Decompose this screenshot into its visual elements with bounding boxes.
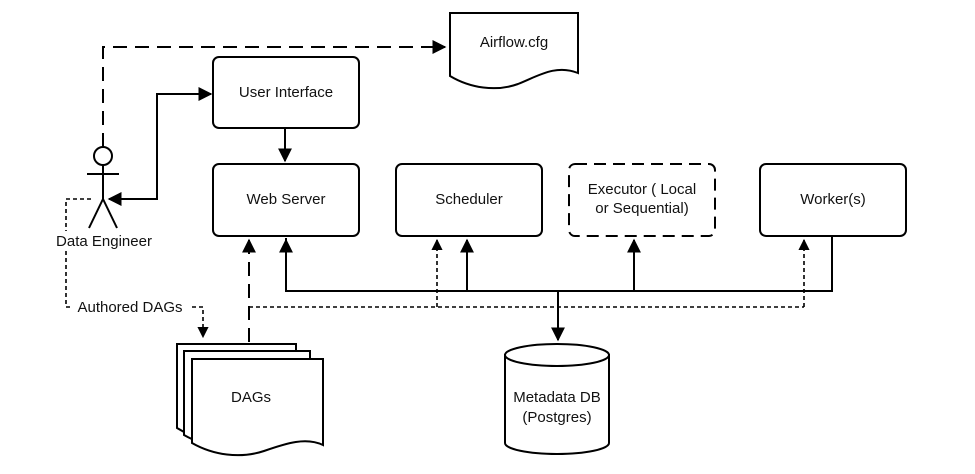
workers-node: [759, 163, 907, 237]
web-server-label: Web Server: [247, 191, 326, 208]
data-engineer-actor: [87, 146, 119, 229]
dags-label: DAGs: [231, 389, 271, 406]
data-engineer-label-bg: [50, 231, 160, 251]
airflow-cfg-label: Airflow.cfg: [480, 34, 548, 51]
engineer-to-config-edge: [102, 40, 447, 147]
airflow-cfg-document: [449, 12, 579, 90]
scheduler-node: [395, 163, 543, 237]
engineer-ui-edge: [107, 87, 213, 206]
scheduler-label: Scheduler: [435, 191, 503, 208]
authored-dags-label-bg: [70, 296, 190, 318]
metadata-db-cylinder: [504, 343, 610, 455]
web-server-node: [212, 163, 360, 237]
data-engineer-label: Data Engineer: [56, 233, 152, 250]
executor-label-line2: or Sequential): [595, 200, 688, 217]
user-interface-label: User Interface: [239, 84, 333, 101]
metadata-db-label-line2: (Postgres): [522, 409, 591, 426]
user-interface-node: [212, 56, 360, 129]
metadata-bus: [285, 236, 833, 292]
metadata-db-label-line1: Metadata DB: [513, 389, 601, 406]
workers-label: Worker(s): [800, 191, 866, 208]
authored-dags-edge: [65, 198, 209, 339]
authored-dags-label: Authored DAGs: [77, 299, 182, 316]
dags-document-stack: [176, 343, 324, 457]
executor-node: [568, 163, 716, 237]
executor-label-line1: Executor ( Local: [588, 181, 696, 198]
